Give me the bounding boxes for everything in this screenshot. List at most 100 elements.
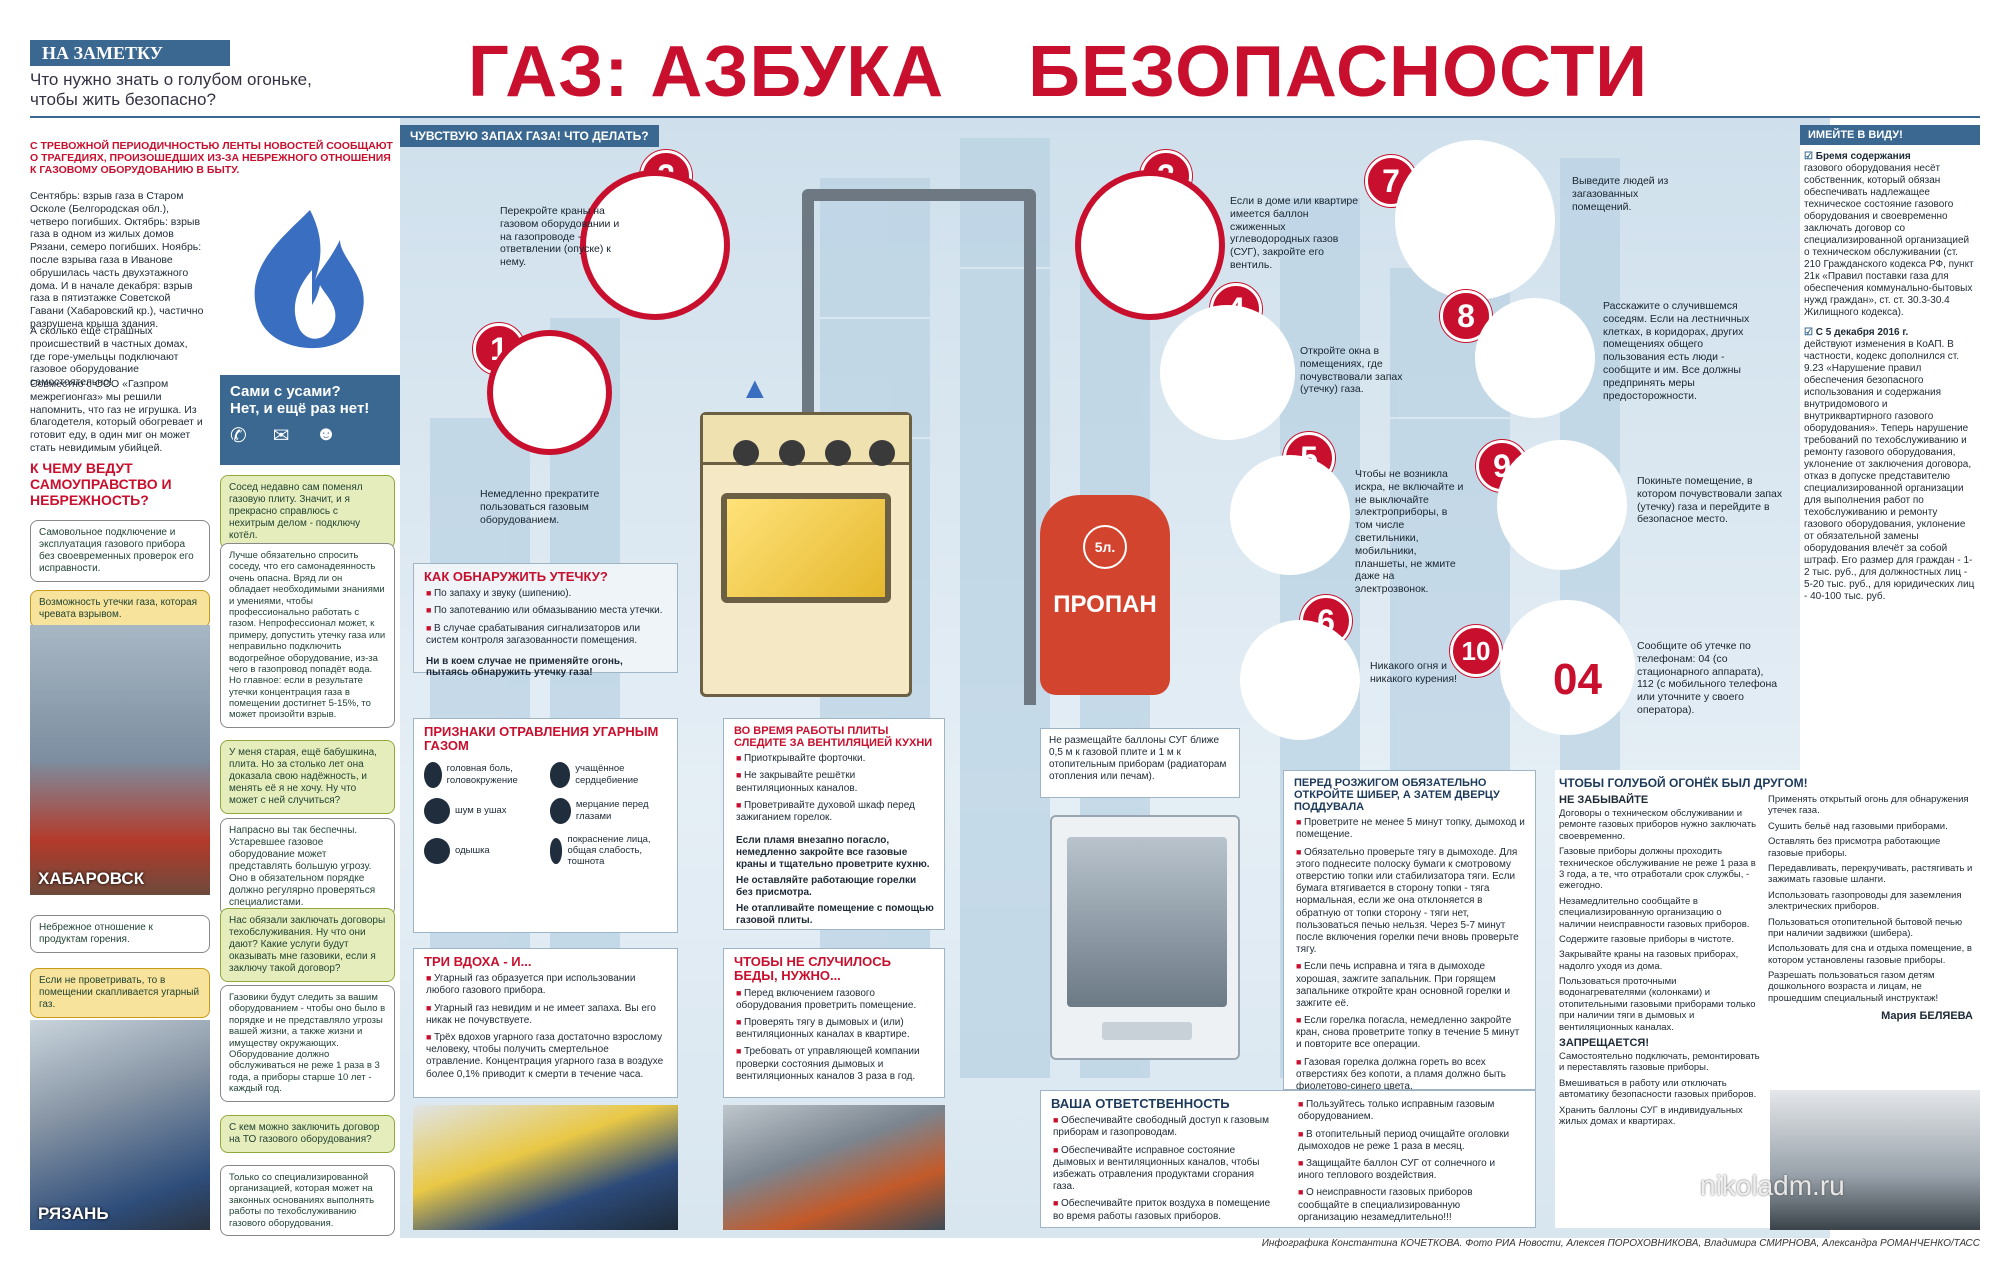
author-name: Мария БЕЛЯЕВА: [1881, 1010, 1973, 1023]
step-2-text: Перекройте краны на газовом оборудовании…: [500, 205, 620, 269]
photo-gas-worker: [723, 1105, 945, 1230]
responsibility-item: Защищайте баллон СУГ от солнечного и ино…: [1298, 1158, 1521, 1182]
page-title: ГАЗ: АЗБУКА БЕЗОПАСНОСТИ: [468, 32, 1648, 112]
responsibility-item: Обеспечивайте приток воздуха в помещение…: [1053, 1198, 1276, 1222]
step-8-illustration: [1475, 298, 1595, 418]
prevent-panel: ЧТОБЫ НЕ СЛУЧИЛОСЬ БЕДЫ, НУЖНО... Перед …: [723, 948, 945, 1098]
step-10-text: Сообщите об утечке по телефонам: 04 (со …: [1637, 640, 1778, 716]
photo-caption-khabarovsk: ХАБАРОВСК: [38, 869, 145, 888]
step-2-illustration: [580, 170, 730, 320]
remember-p1-title: Бремя содержания: [1815, 151, 1911, 162]
prevent-item: Требовать от управляющей компании провер…: [736, 1046, 934, 1083]
cylinder-note: Не размещайте баллоны СУГ ближе 0,5 м к …: [1049, 735, 1227, 782]
responsibility-item: Обеспечивайте свободный доступ к газовым…: [1053, 1115, 1276, 1139]
step-5-text: Чтобы не возникла искра, не включайте и …: [1355, 468, 1464, 596]
bubble-self-connect: Самовольное подключение и эксплуатация г…: [30, 520, 210, 582]
stove-knob: [825, 440, 851, 466]
friend-item: Незамедлительно сообщайте в специализиро…: [1559, 895, 1750, 930]
breaths-heading: ТРИ ВДОХА - И...: [424, 954, 532, 969]
ignite-panel: ПЕРЕД РОЗЖИГОМ ОБЯЗАТЕЛЬНО ОТКРОЙТЕ ШИБЕ…: [1283, 770, 1536, 1092]
responsibility-item: В отопительный период очищайте оголовки …: [1298, 1129, 1521, 1153]
dialog-bubble-1: Сосед недавно сам поменял газовую плиту.…: [220, 475, 395, 549]
stove-item: Проветривайте духовой шкаф перед зажиган…: [736, 800, 934, 824]
symptom-item: одышка: [455, 844, 490, 856]
stove-knob: [869, 440, 895, 466]
detect-item: По запаху и звуку (шипению).: [426, 588, 667, 600]
mail-icon: ✉: [272, 425, 290, 447]
breath-icon: [424, 837, 450, 864]
prevent-item: Перед включением газового оборудования п…: [736, 988, 934, 1012]
prevent-item: Проверять тягу в дымовых и (или) вентиля…: [736, 1017, 934, 1041]
smell-heading: ЧУВСТВУЮ ЗАПАХ ГАЗА! ЧТО ДЕЛАТЬ?: [400, 125, 659, 147]
photo-ambulance: [413, 1105, 678, 1230]
photo-caption-ryazan: РЯЗАНЬ: [38, 1204, 109, 1223]
nausea-icon: [549, 837, 563, 864]
dialog-bubble-5: Нас обязали заключать договоры техобслуж…: [220, 908, 395, 982]
responsibility-item: Пользуйтесь только исправным газовым обо…: [1298, 1099, 1521, 1123]
ignite-item: Газовая горелка должна гореть во всех от…: [1296, 1057, 1525, 1094]
remember-panel: ИМЕЙТЕ В ВИДУ! ☑ Бремя содержания газово…: [1800, 125, 1980, 775]
detect-item: По запотеванию или обмазыванию места уте…: [426, 605, 667, 617]
step-1-text: Немедленно прекратите пользоваться газов…: [480, 488, 600, 526]
responsibility-item: Обеспечивайте исправное состояние дымовы…: [1053, 1145, 1276, 1194]
ear-icon: [424, 797, 450, 824]
friend-item: Сушить бельё над газовыми приборами.: [1768, 820, 1948, 832]
ignite-item: Проветрите не менее 5 минут топку, дымох…: [1296, 817, 1525, 841]
stove-knob: [779, 440, 805, 466]
step-4-illustration: [1160, 305, 1295, 440]
checkbox-icon: ☑: [1804, 151, 1816, 162]
detect-item: В случае срабатывания сигнализаторов или…: [426, 623, 667, 647]
step-9-text: Покиньте помещение, в котором почувствов…: [1637, 475, 1783, 526]
step-1-illustration: [487, 330, 612, 455]
step-3-text: Если в доме или квартире имеется баллон …: [1230, 195, 1359, 271]
checkbox-icon: ☑: [1804, 327, 1816, 338]
breaths-item: Трёх вдохов угарного газа достаточно взр…: [426, 1032, 667, 1081]
remember-heading: ИМЕЙТЕ В ВИДУ!: [1800, 125, 1980, 145]
remember-p2-title: С 5 декабря 2016 г.: [1815, 327, 1909, 338]
stove-warning-2: Не оставляйте работающие горелки без при…: [736, 875, 917, 899]
dialog-bubble-7: С кем можно заключить договор на ТО газо…: [220, 1115, 395, 1153]
dialog-bubble-8: Только со специализированной организацие…: [220, 1165, 395, 1236]
symptoms-panel: ПРИЗНАКИ ОТРАВЛЕНИЯ УГАРНЫМ ГАЗОМ головн…: [413, 718, 678, 933]
stove-knob: [733, 440, 759, 466]
symptom-item: шум в ушах: [455, 804, 507, 816]
stove-heading: ВО ВРЕМЯ РАБОТЫ ПЛИТЫ СЛЕДИТЕ ЗА ВЕНТИЛЯ…: [734, 725, 933, 750]
promo-line-1: Сами с усами?: [230, 383, 341, 400]
step-6-illustration: [1240, 620, 1360, 740]
friend-item: Договоры о техническом обслуживании и ре…: [1559, 808, 1757, 842]
friend-heading: ЧТОБЫ ГОЛУБОЙ ОГОНЁК БЫЛ ДРУГОМ!: [1559, 776, 1808, 790]
intro-text-3: Совместно с ООО «Газпром межрегионгаз» м…: [30, 378, 203, 454]
friend-item: Использовать газопроводы для заземления …: [1768, 889, 1962, 913]
detect-leak-panel: КАК ОБНАРУЖИТЬ УТЕЧКУ? По запаху и звуку…: [413, 563, 678, 678]
stove-warning-1: Если пламя внезапно погасло, немедленно …: [736, 835, 930, 871]
stove-ventilation-panel: ВО ВРЕМЯ РАБОТЫ ПЛИТЫ СЛЕДИТЕ ЗА ВЕНТИЛЯ…: [723, 718, 945, 930]
intro-title: С ТРЕВОЖНОЙ ПЕРИОДИЧНОСТЬЮ ЛЕНТЫ НОВОСТЕ…: [30, 140, 393, 177]
friend-item: Содержите газовые приборы в чистоте.: [1559, 933, 1735, 945]
friend-item: Разрешать пользоваться газом детям дошко…: [1768, 970, 1939, 1004]
header-rule: [30, 116, 1980, 118]
stove-warning-3: Не отапливайте помещение с помощью газов…: [736, 903, 934, 927]
cylinder-label: ПРОПАН: [1053, 591, 1157, 618]
symptom-item: учащённое сердцебиение: [575, 763, 639, 786]
photo-ryazan: РЯЗАНЬ: [30, 1020, 210, 1230]
dialog-bubble-4: Напрасно вы так беспечны. Устаревшее газ…: [220, 818, 395, 916]
left-question: К ЧЕМУ ВЕДУТ САМОУПРАВСТВО И НЕБРЕЖНОСТЬ…: [30, 460, 172, 509]
person-icon: ☻: [315, 423, 337, 445]
photo-gas-van: [1770, 1090, 1980, 1230]
gas-flame-icon: [254, 210, 364, 349]
ignite-item: Если горелка погасла, немедленно закройт…: [1296, 1015, 1525, 1052]
bubble-neglect: Небрежное отношение к продуктам горения.: [30, 915, 210, 953]
friend-item: Пользоваться проточными водонагревателям…: [1559, 976, 1756, 1033]
step-5-illustration: [1230, 455, 1350, 575]
responsibility-item: О неисправности газовых приборов сообщай…: [1298, 1187, 1521, 1224]
step-6-text: Никакого огня и никакого курения!: [1370, 660, 1458, 685]
stove-item: Приоткрывайте форточки.: [736, 753, 934, 765]
friend-item: Вмешиваться в работу или отключать автом…: [1559, 1077, 1757, 1101]
heartbeat-icon: [549, 761, 571, 788]
remember-p1: газового оборудования несёт собственник,…: [1804, 163, 1974, 318]
header-subtitle: Что нужно знать о голубом огоньке, чтобы…: [30, 70, 312, 110]
step-7-illustration: [1395, 140, 1555, 300]
gas-boiler: [1050, 815, 1240, 1060]
step-10-illustration: [1500, 600, 1635, 735]
